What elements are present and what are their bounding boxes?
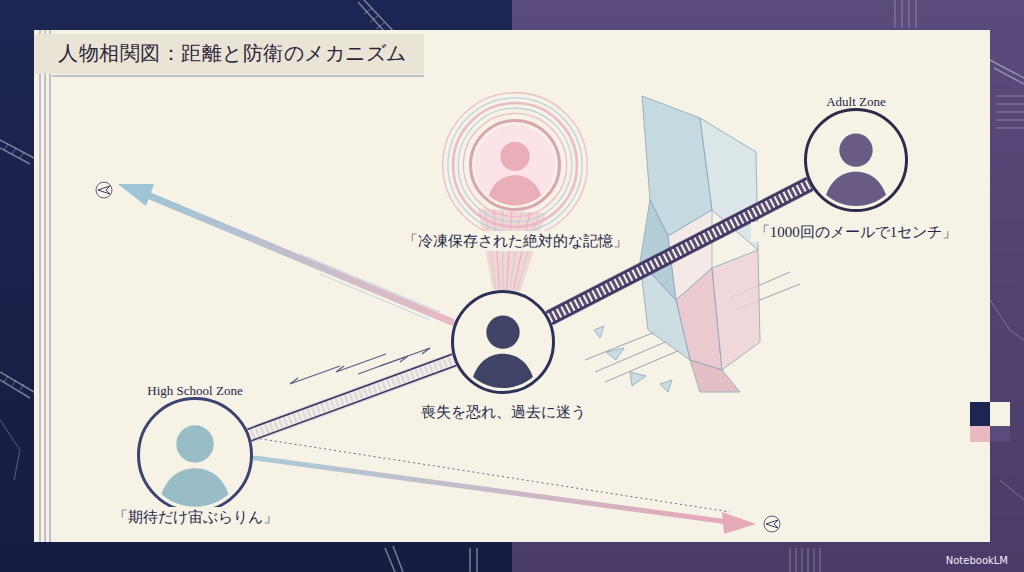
watermark: NotebookLM: [946, 555, 1008, 566]
character-circle: 「冷凍保存された絶対的な記憶」: [469, 119, 561, 211]
character-label: 喪失を恐れ、過去に迷う: [417, 402, 590, 423]
character-label: 「1000回のメールで1センチ」: [751, 222, 962, 243]
zone-heading: Adult Zone: [822, 93, 890, 111]
character-label: 「冷凍保存された絶対的な記憶」: [399, 231, 632, 252]
character-label: 「期待だけ宙ぶらりん」: [109, 507, 282, 528]
diagram-title: 人物相関図：距離と防衛のメカニズム: [58, 40, 407, 67]
silhouette: [807, 111, 905, 209]
character-circle: High School Zone「期待だけ宙ぶらりん」: [137, 397, 253, 513]
character-circle: 喪失を恐れ、過去に迷う: [451, 290, 555, 394]
silhouette: [140, 400, 250, 510]
silhouette: [472, 122, 558, 208]
silhouette: [454, 293, 552, 391]
railway-track: [247, 354, 456, 440]
character-circle: Adult Zone「1000回のメールで1センチ」: [804, 108, 908, 212]
zone-heading: High School Zone: [143, 382, 246, 400]
